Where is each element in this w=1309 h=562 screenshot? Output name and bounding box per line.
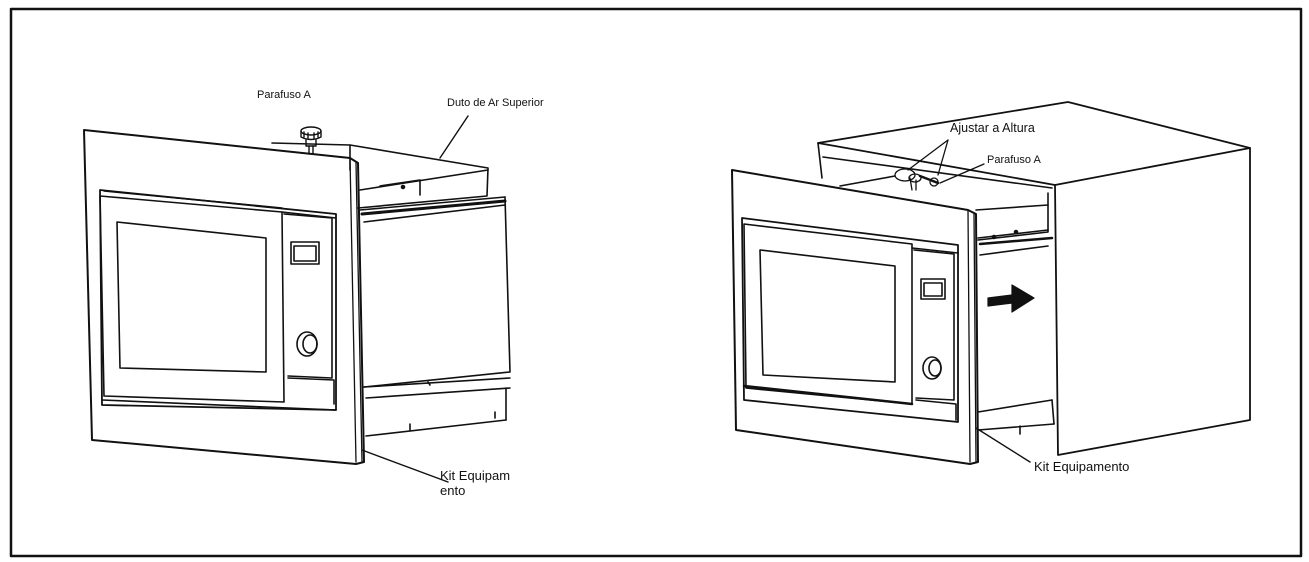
label-screw-a-left: Parafuso A [257, 89, 311, 101]
control-panel-left [283, 213, 335, 405]
screw-a-left [300, 126, 322, 155]
microwave-door-left [99, 189, 337, 411]
front-frame-left [83, 129, 365, 465]
leader-height-b [937, 139, 949, 176]
microwave-body-right [975, 204, 1055, 435]
screw-a-right [894, 168, 940, 191]
label-adjust-height: Ajustar a Altura [950, 121, 1035, 135]
microwave-body-left [363, 196, 511, 437]
right-illustration [731, 101, 1251, 465]
label-kit-left-line1: Kit Equipam [440, 468, 510, 483]
front-frame-right [731, 169, 979, 465]
microwave-door-right [741, 217, 959, 423]
label-screw-a-right: Parafuso A [987, 154, 1041, 166]
leader-kit-right [975, 427, 1031, 463]
cabinet [817, 101, 1251, 456]
label-kit-left-line2: ento [440, 483, 465, 498]
control-panel-right [913, 249, 957, 421]
leader-screw-right [939, 163, 985, 184]
push-direction-arrow [987, 284, 1035, 313]
leader-duct-left [439, 115, 469, 159]
diagram-border [9, 7, 1303, 558]
label-kit-right: Kit Equipamento [1034, 459, 1129, 474]
leader-kit-left [361, 449, 449, 483]
leader-height-a [907, 139, 949, 171]
left-illustration [83, 115, 511, 483]
upper-air-duct [271, 142, 507, 216]
label-upper-air-duct: Duto de Ar Superior [447, 97, 544, 109]
